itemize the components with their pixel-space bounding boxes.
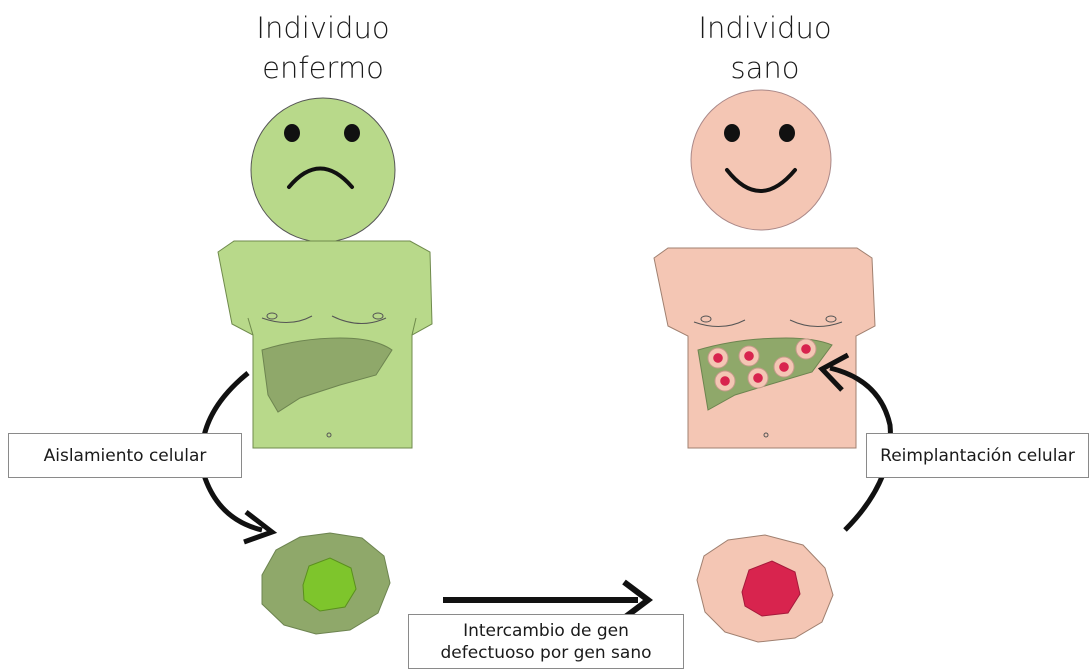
left-eye <box>284 124 300 142</box>
right-eye <box>779 124 795 142</box>
implanted-cell <box>708 348 728 368</box>
isolation-label: Aislamiento celular <box>8 433 242 478</box>
title-line: sano <box>670 48 860 88</box>
title-line: Individuo <box>670 8 860 48</box>
title-line: enfermo <box>228 48 418 88</box>
implanted-cell <box>748 368 768 388</box>
left-eye <box>724 124 740 142</box>
isolation-label-text: Aislamiento celular <box>44 446 207 466</box>
sick-individual <box>218 98 432 634</box>
healthy-individual-title: Individuo sano <box>670 8 860 88</box>
reimplant-label-text: Reimplantación celular <box>880 446 1075 466</box>
exchange-label-line1: Intercambio de gen <box>463 620 629 642</box>
implanted-cell <box>715 371 735 391</box>
right-eye <box>344 124 360 142</box>
happy-face-icon <box>691 90 831 230</box>
implanted-cell <box>774 357 794 377</box>
implanted-cell <box>739 346 759 366</box>
healthy-individual <box>654 90 875 642</box>
exchange-label-line2: defectuoso por gen sano <box>440 642 651 664</box>
implanted-cell <box>796 339 816 359</box>
reimplant-label: Reimplantación celular <box>866 433 1089 478</box>
sick-individual-title: Individuo enfermo <box>228 8 418 88</box>
exchange-label: Intercambio de gen defectuoso por gen sa… <box>408 614 684 669</box>
title-line: Individuo <box>228 8 418 48</box>
